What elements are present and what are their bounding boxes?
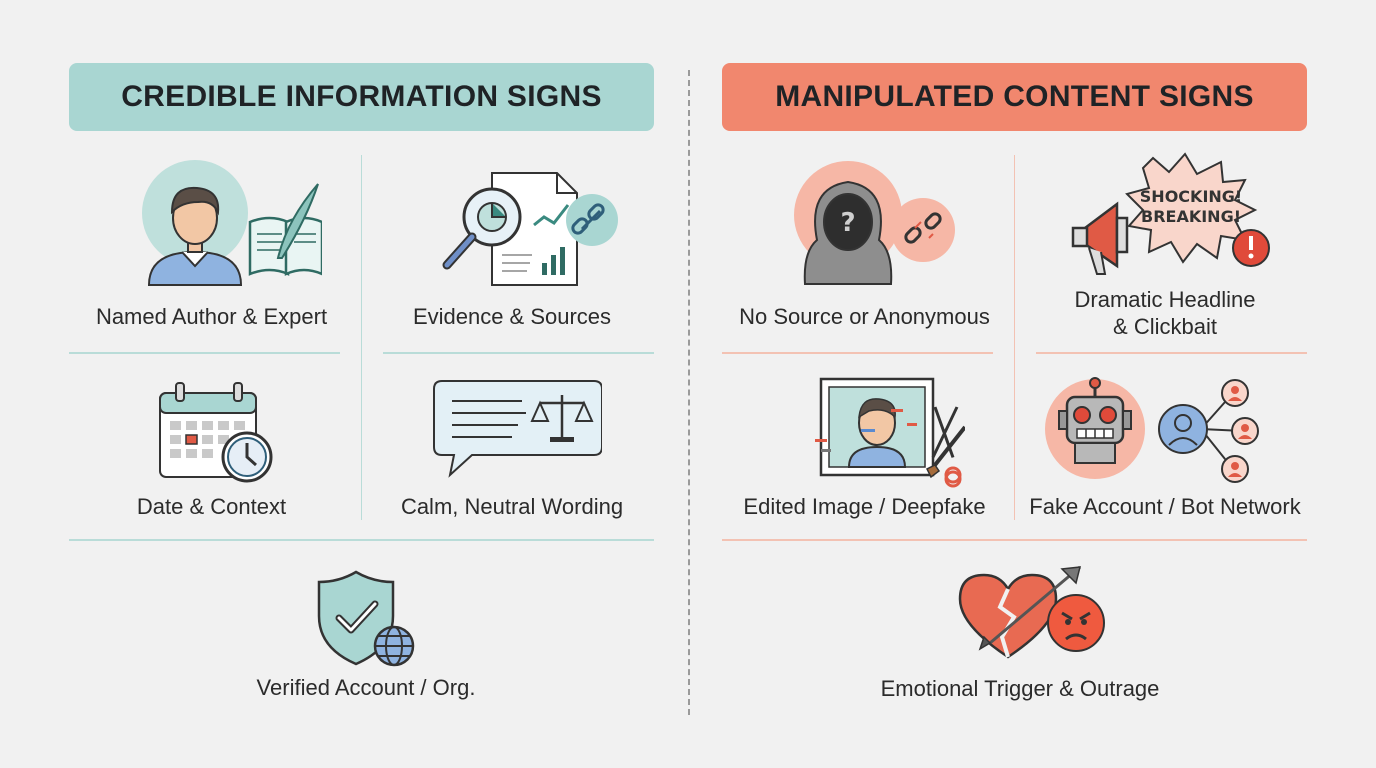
- credible-item-author: Named Author & Expert: [69, 155, 354, 345]
- credible-grid-hline-1a: [69, 352, 340, 354]
- credible-grid-hline-2: [69, 539, 654, 541]
- manipulated-item-anonymous-label: No Source or Anonymous: [739, 304, 990, 329]
- manipulated-item-headline-label-line2: & Clickbait: [1113, 314, 1217, 339]
- credible-grid-hline-1b: [383, 352, 654, 354]
- credible-item-evidence: Evidence & Sources: [370, 155, 654, 345]
- burst-text-shocking: SHOCKING!: [1140, 187, 1242, 206]
- manipulated-item-deepfake: Edited Image / Deepfake: [722, 365, 1007, 535]
- credible-item-verified-label: Verified Account / Org.: [256, 675, 476, 700]
- manipulated-grid-hline-2: [722, 539, 1307, 541]
- credible-item-date: Date & Context: [69, 365, 354, 535]
- manipulated-item-anonymous: ? No Source or Anonymous: [722, 155, 1007, 345]
- megaphone-burst-icon: SHOCKING! BREAKING!: [1071, 152, 1270, 275]
- manipulated-item-emotional: Emotional Trigger & Outrage: [870, 555, 1170, 710]
- credible-item-author-label: Named Author & Expert: [95, 304, 328, 329]
- robot-network-icon: [1045, 377, 1259, 483]
- credible-signs-title: CREDIBLE INFORMATION SIGNS: [121, 80, 602, 113]
- speech-balance-icon: [433, 380, 602, 478]
- manipulated-grid-hline-1b: [1036, 352, 1307, 354]
- manipulated-item-headline: SHOCKING! BREAKING! Dramatic Headline & …: [1023, 148, 1307, 343]
- manipulated-grid-hline-1a: [722, 352, 993, 354]
- credible-item-date-label: Date & Context: [136, 494, 287, 519]
- credible-item-evidence-label: Evidence & Sources: [412, 304, 612, 329]
- manipulated-grid-vline: [1014, 155, 1015, 520]
- credible-item-wording-label: Calm, Neutral Wording: [400, 494, 624, 519]
- credible-signs-banner: CREDIBLE INFORMATION SIGNS: [69, 63, 654, 131]
- manipulated-item-botnet-label: Fake Account / Bot Network: [1029, 494, 1301, 519]
- credible-item-wording: Calm, Neutral Wording: [370, 365, 654, 535]
- manipulated-item-deepfake-label: Edited Image / Deepfake: [743, 494, 986, 519]
- manipulated-item-headline-label-line1: Dramatic Headline: [1074, 287, 1256, 312]
- manipulated-item-emotional-label: Emotional Trigger & Outrage: [880, 676, 1160, 701]
- manipulated-signs-banner: MANIPULATED CONTENT SIGNS: [722, 63, 1307, 131]
- center-divider: [688, 70, 690, 715]
- deepfake-portrait-icon: [814, 377, 965, 488]
- evidence-document-icon: [442, 172, 618, 286]
- manipulated-signs-title: MANIPULATED CONTENT SIGNS: [775, 80, 1254, 113]
- burst-text-breaking: BREAKING!: [1141, 207, 1241, 226]
- hooded-anonymous-icon: ?: [793, 161, 955, 285]
- svg-text:?: ?: [840, 208, 855, 238]
- shield-check-globe-icon: [317, 570, 415, 667]
- manipulated-item-botnet: Fake Account / Bot Network: [1023, 365, 1323, 535]
- calendar-clock-icon: [158, 382, 272, 483]
- credible-grid-vline: [361, 155, 362, 520]
- author-book-icon: [141, 160, 322, 286]
- broken-heart-angry-icon: [958, 565, 1105, 659]
- credible-item-verified: Verified Account / Org.: [216, 560, 516, 710]
